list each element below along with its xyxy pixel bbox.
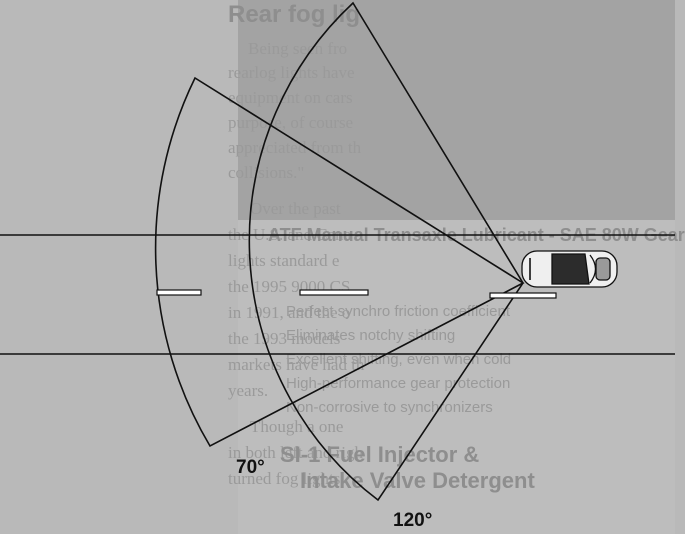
background-column-line: turned fog lights — [228, 469, 341, 488]
beam-sector-120 — [248, 1, 524, 502]
angle-label-70: 70° — [236, 457, 265, 478]
background-column-line: in both left and righ — [228, 443, 364, 462]
background-bullet: Non-corrosive to synchronizers — [286, 399, 493, 416]
lane-marker — [156, 289, 202, 296]
lane-marker — [299, 289, 369, 296]
background-bullet: Perfect synchro friction coefficient — [286, 303, 510, 320]
angle-label-120: 120° — [393, 510, 433, 531]
background-heading: Rear fog lig — [228, 1, 361, 28]
background-injector-heading: SI-1 Fuel Injector & — [280, 442, 480, 467]
background-column-line: the 1993 models — [228, 329, 341, 348]
background-column-line: collisions." — [228, 163, 305, 182]
car-icon — [521, 250, 618, 288]
background-bullet: High-performance gear protection — [286, 375, 511, 392]
background-column-line: rearlog lights have — [228, 63, 355, 82]
lane-marker — [489, 292, 557, 299]
background-injector-heading: Intake Valve Detergent — [300, 468, 535, 493]
background-column-line: lights standard e — [228, 251, 340, 270]
background-column-line: Though a one — [250, 417, 344, 436]
background-photo — [238, 0, 675, 220]
background-column-line: Being seen fro — [248, 39, 348, 58]
background-column-line: equipment on cars — [228, 88, 353, 107]
background-column-line: Over the past — [250, 199, 341, 218]
background-column-line: markets have had th — [228, 355, 365, 374]
background-column-line: years. — [228, 381, 269, 400]
beam-sector-70 — [154, 76, 525, 448]
background-bullet: Excellent shifting, even when cold — [286, 351, 512, 368]
